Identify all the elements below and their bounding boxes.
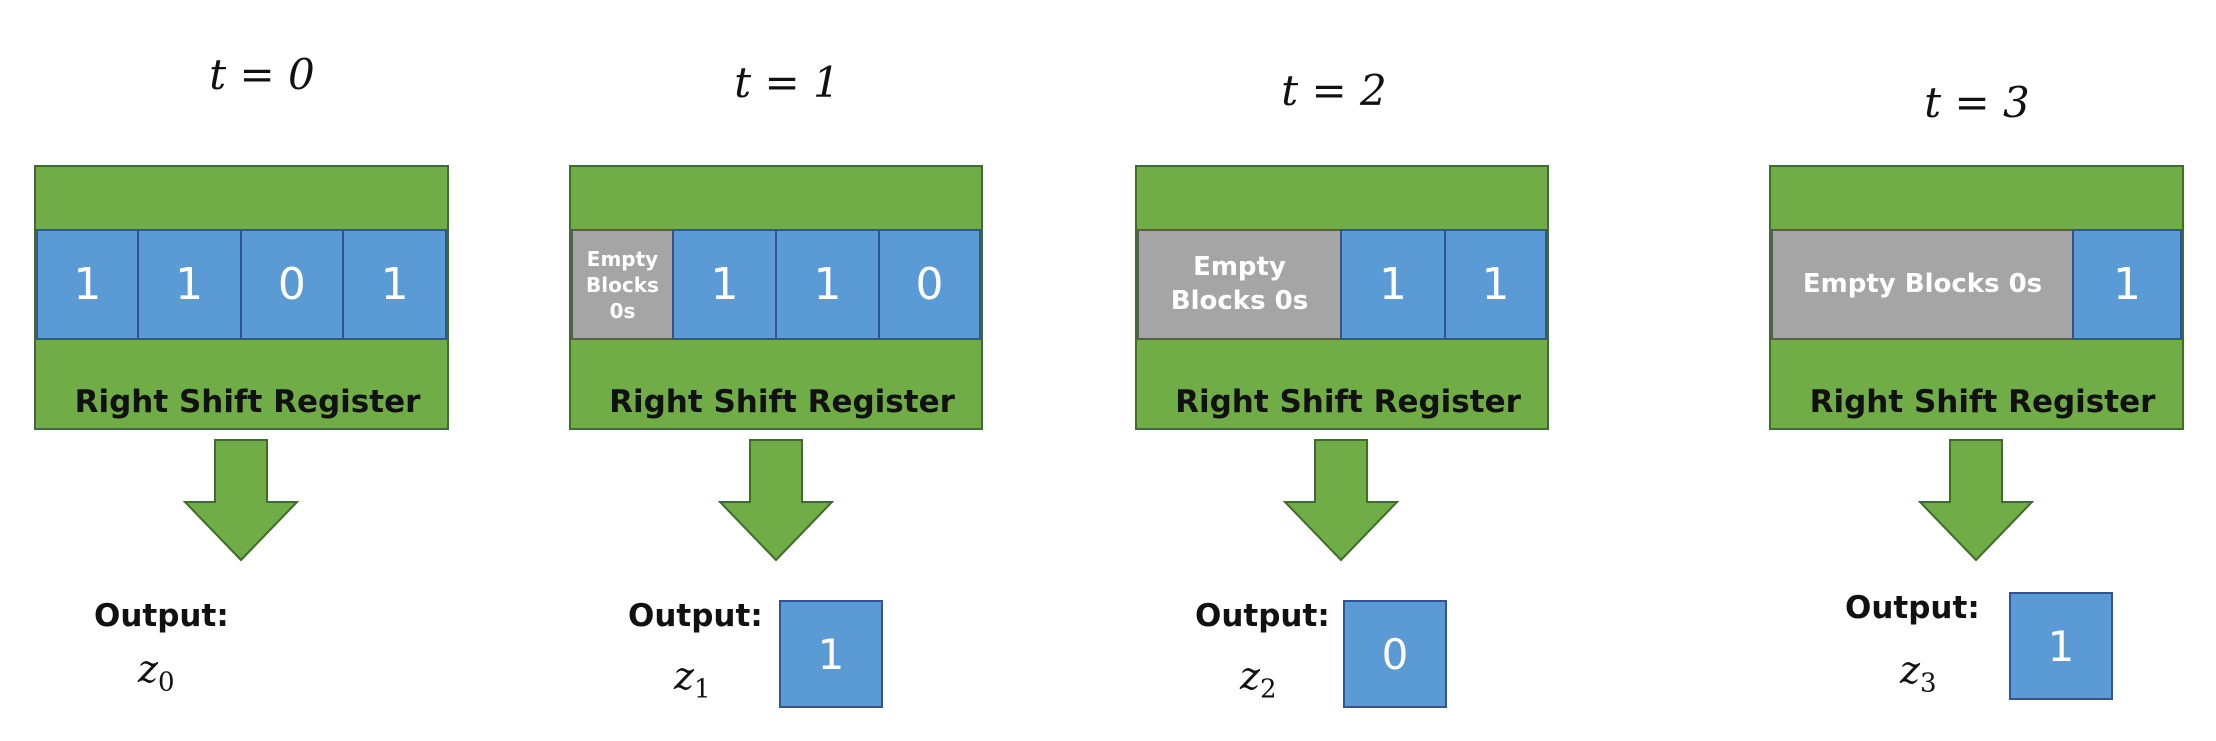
output-symbol: z3 bbox=[1900, 648, 1937, 699]
bit-cell: 0 bbox=[877, 229, 981, 340]
output-symbol-letter: z bbox=[1900, 648, 1921, 692]
bit-cell: 1 bbox=[36, 229, 139, 340]
output-symbol-subscript: 1 bbox=[694, 674, 711, 705]
bit-cell: 1 bbox=[1443, 229, 1547, 340]
output-symbol-subscript: 0 bbox=[158, 667, 175, 698]
output-label: Output: bbox=[1195, 598, 1330, 634]
register-cells: Empty Blocks 0s 1 bbox=[1771, 229, 2182, 340]
register-label: Right Shift Register bbox=[609, 384, 955, 420]
time-label: t = 0 bbox=[209, 50, 315, 99]
output-symbol-subscript: 2 bbox=[1260, 674, 1277, 705]
down-arrow-icon bbox=[718, 439, 834, 562]
bit-cell: 1 bbox=[775, 229, 880, 340]
empty-blocks-cell: Empty Blocks 0s bbox=[1137, 229, 1342, 340]
bit-cell: 1 bbox=[136, 229, 242, 340]
bit-value: 0 bbox=[277, 259, 306, 310]
empty-blocks-cell: Empty Blocks 0s bbox=[1771, 229, 2075, 340]
register-cells: Empty Blocks 0s 1 1 0 bbox=[571, 229, 981, 340]
output-value: 1 bbox=[817, 629, 845, 679]
output-label: Output: bbox=[1845, 590, 1980, 626]
bit-value: 0 bbox=[915, 259, 944, 310]
empty-blocks-label: Empty Blocks 0s bbox=[1170, 251, 1309, 316]
register-label: Right Shift Register bbox=[74, 384, 421, 420]
output-value-box: 1 bbox=[2009, 592, 2113, 700]
bit-cell: 1 bbox=[1340, 229, 1446, 340]
register-cells: Empty Blocks 0s 1 1 bbox=[1137, 229, 1547, 340]
bit-cell: 1 bbox=[672, 229, 777, 340]
down-arrow-icon bbox=[1918, 439, 2034, 562]
output-symbol-letter: z bbox=[1240, 654, 1261, 698]
time-label: t = 2 bbox=[1281, 66, 1387, 115]
output-symbol: z1 bbox=[674, 654, 711, 705]
bit-value: 1 bbox=[175, 259, 204, 310]
output-value-box: 0 bbox=[1343, 600, 1447, 708]
bit-value: 1 bbox=[710, 259, 739, 310]
output-value: 0 bbox=[1381, 629, 1409, 679]
empty-blocks-cell: Empty Blocks 0s bbox=[571, 229, 675, 340]
bit-value: 1 bbox=[380, 259, 409, 310]
register-label: Right Shift Register bbox=[1809, 384, 2156, 420]
bit-cell: 1 bbox=[342, 229, 447, 340]
bit-value: 1 bbox=[73, 259, 102, 310]
output-label: Output: bbox=[628, 598, 763, 634]
output-value-box: 1 bbox=[779, 600, 883, 708]
empty-blocks-label: Empty Blocks 0s bbox=[1802, 268, 2043, 299]
output-symbol-letter: z bbox=[674, 654, 695, 698]
register-cells: 1 1 0 1 bbox=[36, 229, 447, 340]
empty-blocks-label: Empty Blocks 0s bbox=[586, 246, 659, 323]
output-symbol: z2 bbox=[1240, 654, 1277, 705]
output-symbol: z0 bbox=[138, 647, 175, 698]
bit-value: 1 bbox=[2113, 259, 2142, 310]
output-symbol-subscript: 3 bbox=[1920, 668, 1937, 699]
bit-cell: 1 bbox=[2072, 229, 2182, 340]
output-label: Output: bbox=[94, 598, 229, 634]
bit-value: 1 bbox=[1378, 259, 1407, 310]
bit-cell: 0 bbox=[239, 229, 345, 340]
time-label: t = 1 bbox=[734, 58, 840, 107]
down-arrow-icon bbox=[1283, 439, 1399, 562]
output-value: 1 bbox=[2047, 621, 2075, 671]
bit-value: 1 bbox=[813, 259, 842, 310]
bit-value: 1 bbox=[1481, 259, 1510, 310]
time-label: t = 3 bbox=[1924, 78, 2030, 127]
output-symbol-letter: z bbox=[138, 647, 159, 691]
register-label: Right Shift Register bbox=[1175, 384, 1521, 420]
down-arrow-icon bbox=[183, 439, 299, 562]
